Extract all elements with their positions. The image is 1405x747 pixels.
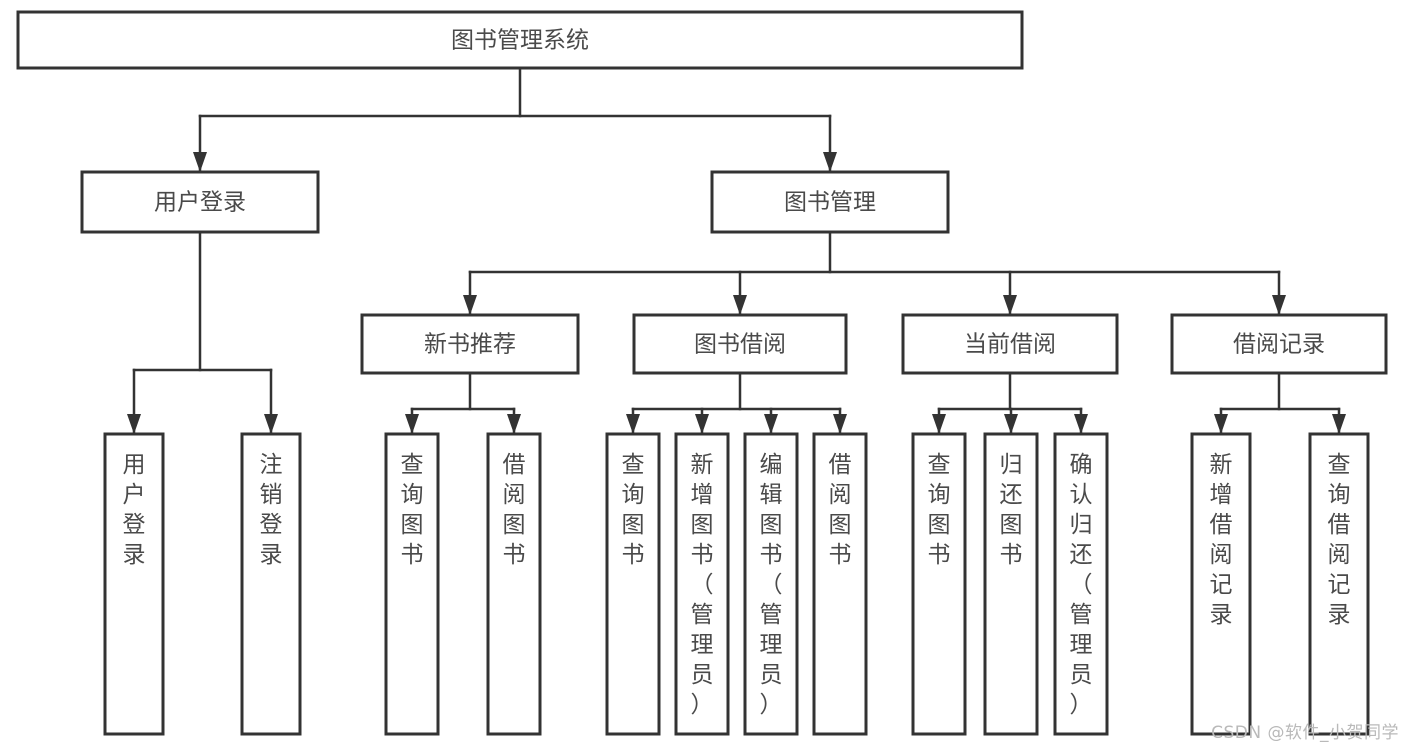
node-current-borrow[interactable]: 当前借阅 [901, 313, 1119, 375]
node-leaf-edit-book-admin-box[interactable] [743, 432, 799, 736]
node-current-borrow-box[interactable] [901, 313, 1119, 375]
book-management-arrow-1 [733, 295, 747, 315]
node-leaf-confirm-return-admin-label: 确认归还（管理员） [1070, 452, 1093, 718]
borrow-records-arrow-0 [1214, 414, 1228, 434]
node-leaf-query-book-rec-box[interactable] [384, 432, 440, 736]
edges-layer [127, 66, 1346, 435]
book-borrow-arrow-3 [833, 414, 847, 434]
node-leaf-query-borrow-record-box[interactable] [1308, 432, 1370, 736]
node-book-management-label: 图书管理 [784, 190, 876, 216]
node-book-borrow-box[interactable] [632, 313, 848, 375]
current-borrow-arrow-0 [932, 414, 946, 434]
node-leaf-query-book-borrow[interactable]: 查询图书 [605, 432, 661, 736]
node-leaf-add-book-admin-label: 新增图书（管理员） [691, 452, 714, 718]
node-leaf-query-borrow-record[interactable]: 查询借阅记录 [1308, 432, 1370, 736]
node-leaf-add-borrow-record-box[interactable] [1190, 432, 1252, 736]
node-user-login[interactable]: 用户登录 [80, 170, 320, 234]
new-book-recommend-arrow-0 [405, 414, 419, 434]
node-book-management[interactable]: 图书管理 [710, 170, 950, 234]
node-leaf-query-book-borrow-label: 查询图书 [622, 452, 645, 568]
node-leaf-borrow-book-rec[interactable]: 借阅图书 [486, 432, 542, 736]
node-leaf-borrow-book-rec-label: 借阅图书 [503, 452, 526, 568]
csdn-watermark: CSDN @软件_小贺同学 [1211, 723, 1399, 743]
node-new-book-recommend-label: 新书推荐 [424, 332, 516, 358]
node-new-book-recommend[interactable]: 新书推荐 [360, 313, 580, 375]
node-leaf-query-book-rec-label: 查询图书 [401, 452, 424, 568]
node-leaf-query-borrow-record-label: 查询借阅记录 [1328, 452, 1351, 628]
node-leaf-logout-box[interactable] [240, 432, 302, 736]
node-leaf-logout[interactable]: 注销登录 [240, 432, 302, 736]
new-book-recommend-arrow-1 [507, 414, 521, 434]
node-user-login-box[interactable] [80, 170, 320, 234]
node-user-login-label: 用户登录 [154, 190, 246, 216]
book-management-arrow-2 [1003, 295, 1017, 315]
nodes-layer: 图书管理系统用户登录图书管理新书推荐图书借阅当前借阅借阅记录用户登录注销登录查询… [16, 10, 1388, 736]
node-borrow-records[interactable]: 借阅记录 [1170, 313, 1388, 375]
node-leaf-return-book-label: 归还图书 [1000, 452, 1023, 568]
node-leaf-user-login-box[interactable] [103, 432, 165, 736]
node-leaf-confirm-return-admin-box[interactable] [1053, 432, 1109, 736]
node-leaf-return-book-box[interactable] [983, 432, 1039, 736]
node-leaf-query-book-rec[interactable]: 查询图书 [384, 432, 440, 736]
node-leaf-user-login[interactable]: 用户登录 [103, 432, 165, 736]
current-borrow-arrow-2 [1074, 414, 1088, 434]
node-borrow-records-label: 借阅记录 [1233, 332, 1325, 358]
node-leaf-borrow-book-label: 借阅图书 [829, 452, 852, 568]
node-leaf-edit-book-admin-label: 编辑图书（管理员） [760, 452, 783, 718]
book-borrow-arrow-0 [626, 414, 640, 434]
node-leaf-query-book-borrow-box[interactable] [605, 432, 661, 736]
root-arrow-1 [823, 152, 837, 172]
node-leaf-user-login-label: 用户登录 [123, 452, 146, 568]
book-management-arrow-3 [1272, 295, 1286, 315]
node-root-box[interactable] [16, 10, 1024, 70]
node-leaf-add-book-admin[interactable]: 新增图书（管理员） [674, 432, 730, 736]
borrow-records-arrow-1 [1332, 414, 1346, 434]
node-leaf-borrow-book-rec-box[interactable] [486, 432, 542, 736]
node-leaf-query-book-current-label: 查询图书 [928, 452, 951, 568]
book-borrow-arrow-2 [764, 414, 778, 434]
node-root-label: 图书管理系统 [451, 28, 589, 54]
user-login-arrow-0 [127, 414, 141, 434]
node-leaf-query-book-current[interactable]: 查询图书 [911, 432, 967, 736]
user-login-arrow-1 [264, 414, 278, 434]
node-book-borrow-label: 图书借阅 [694, 332, 786, 358]
node-leaf-add-borrow-record[interactable]: 新增借阅记录 [1190, 432, 1252, 736]
node-borrow-records-box[interactable] [1170, 313, 1388, 375]
node-book-management-box[interactable] [710, 170, 950, 234]
node-leaf-return-book[interactable]: 归还图书 [983, 432, 1039, 736]
node-leaf-query-book-current-box[interactable] [911, 432, 967, 736]
node-leaf-borrow-book-box[interactable] [812, 432, 868, 736]
node-root[interactable]: 图书管理系统 [16, 10, 1024, 70]
book-management-arrow-0 [463, 295, 477, 315]
node-leaf-add-borrow-record-label: 新增借阅记录 [1210, 452, 1233, 628]
node-new-book-recommend-box[interactable] [360, 313, 580, 375]
node-leaf-add-book-admin-box[interactable] [674, 432, 730, 736]
node-current-borrow-label: 当前借阅 [964, 332, 1056, 358]
node-book-borrow[interactable]: 图书借阅 [632, 313, 848, 375]
book-borrow-arrow-1 [695, 414, 709, 434]
root-arrow-0 [193, 152, 207, 172]
node-leaf-borrow-book[interactable]: 借阅图书 [812, 432, 868, 736]
node-leaf-logout-label: 注销登录 [260, 452, 283, 568]
current-borrow-arrow-1 [1004, 414, 1018, 434]
node-leaf-confirm-return-admin[interactable]: 确认归还（管理员） [1053, 432, 1109, 736]
node-leaf-edit-book-admin[interactable]: 编辑图书（管理员） [743, 432, 799, 736]
